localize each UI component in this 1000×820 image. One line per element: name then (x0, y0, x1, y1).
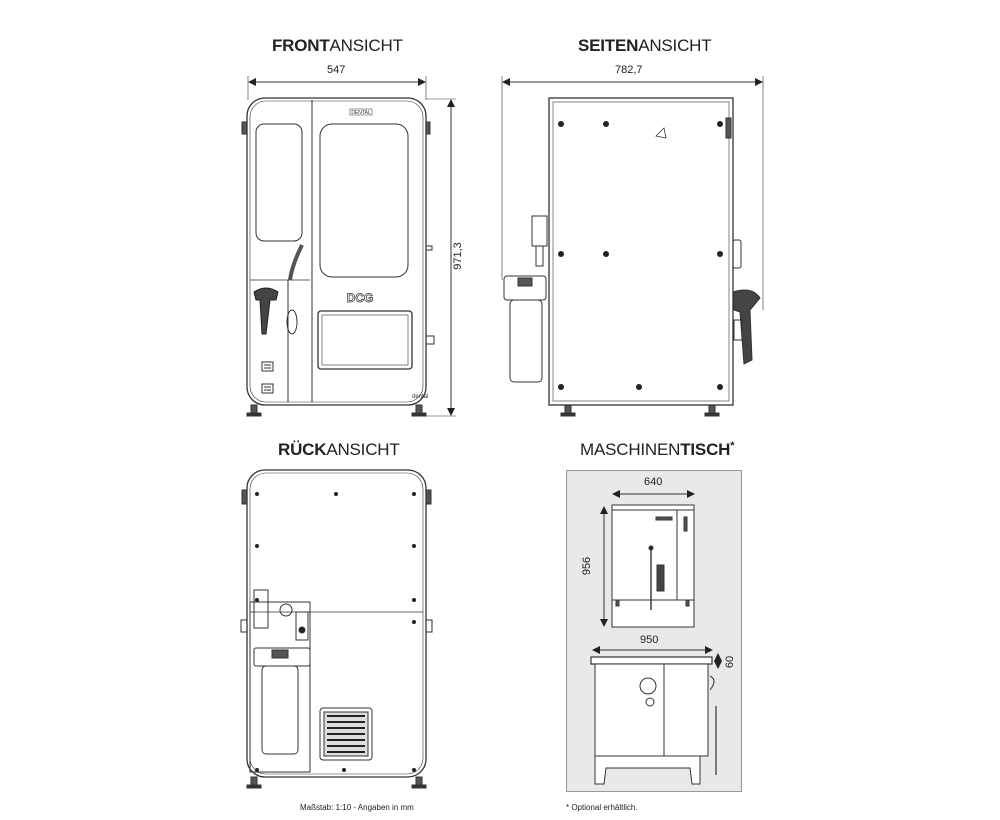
table-top-dim: 640 (644, 476, 663, 488)
rear-gauge (279, 603, 293, 617)
side-regulator (531, 215, 548, 247)
rear-filter-bowl (261, 665, 299, 755)
side-filter-bowl (509, 299, 543, 383)
side-title-light: ANSICHT (638, 36, 712, 55)
scale-note: Maßstab: 1:10 - Angaben in mm (300, 803, 414, 812)
table-title-mark: * (730, 440, 735, 452)
rear-bolts (255, 492, 416, 772)
side-title-bold: SEITEN (578, 36, 639, 55)
table-title-bold: TISCH (680, 440, 731, 459)
rear-view-drawing (240, 469, 433, 789)
table-front (611, 504, 695, 628)
rear-vent (319, 707, 373, 761)
rear-vent-slats (327, 715, 365, 753)
front-housing (246, 97, 427, 406)
front-button-1 (261, 361, 274, 372)
table-top-plate (590, 656, 713, 665)
table-side-body (594, 663, 709, 757)
front-button-2 (261, 383, 274, 394)
front-gun-holder (253, 287, 279, 335)
front-main-window (319, 123, 409, 278)
rear-view-title: RÜCKANSICHT (278, 440, 400, 460)
side-gun (732, 289, 761, 365)
side-housing (548, 97, 734, 406)
front-view-drawing: DENTAL DCG dental (241, 76, 456, 417)
front-title-bold: FRONT (272, 36, 330, 55)
front-title-light: ANSICHT (329, 36, 403, 55)
front-left-window (255, 123, 303, 242)
optional-note: * Optional erhältlich. (566, 803, 638, 812)
rear-bracket (249, 601, 311, 773)
front-touch-screen (317, 310, 413, 370)
table-title-light: MASCHINEN (580, 440, 681, 459)
front-brand-label: DENTAL (351, 110, 371, 116)
rear-switch (295, 611, 309, 641)
rear-title-light: ANSICHT (326, 440, 400, 459)
rear-title-bold: RÜCK (278, 440, 327, 459)
side-width-dim: 782,7 (615, 64, 643, 76)
rear-regulator (253, 589, 269, 629)
front-logo: DCG (347, 291, 374, 305)
side-bolts (558, 121, 723, 390)
table-view-drawing (590, 490, 722, 785)
table-width-dim: 950 (640, 634, 659, 646)
front-view-title: FRONTANSICHT (272, 36, 403, 56)
front-width-dim: 547 (327, 64, 346, 76)
front-badge: dental (412, 394, 428, 400)
table-view-title: MASCHINENTISCH* (580, 440, 735, 460)
side-view-title: SEITENANSICHT (578, 36, 712, 56)
side-view-drawing (501, 76, 764, 417)
table-port (639, 677, 657, 695)
table-base (594, 756, 701, 785)
